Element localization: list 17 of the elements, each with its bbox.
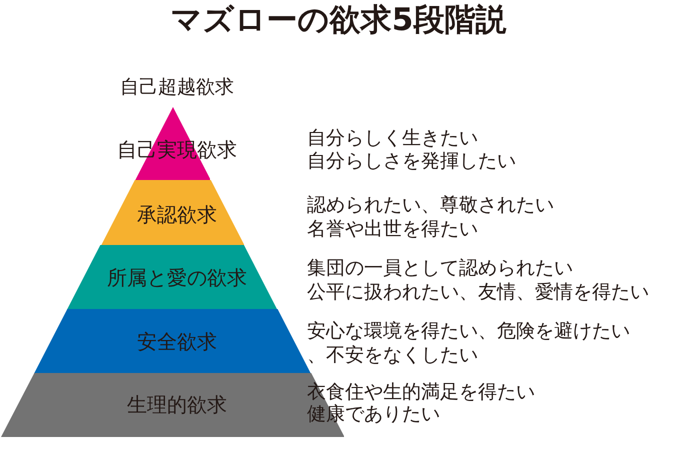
pyramid-tier	[100, 180, 244, 246]
tier-label: 承認欲求	[136, 204, 217, 226]
title: マズローの欲求5段階説	[170, 2, 506, 38]
description-text: 認められたい、尊敬されたい	[307, 194, 554, 216]
pyramid-tier	[0, 373, 344, 437]
tier-label: 安全欲求	[136, 330, 217, 354]
pyramid-tier	[67, 245, 278, 310]
description-text: 公平に扱われたい、友情、愛情を得たい	[307, 281, 649, 303]
description-text: 名誉や出世を得たい	[307, 218, 478, 240]
description-text: 自分らしさを発揮したい	[307, 150, 516, 172]
description-text: 集団の一員として認められたい	[307, 257, 573, 279]
description-text: 、不安をなくしたい	[307, 344, 478, 366]
tier-label: 所属と愛の欲求	[106, 266, 247, 290]
description-text: 自分らしく生きたい	[307, 127, 478, 149]
description-text: 安心な環境を得たい、危険を避けたい	[307, 320, 630, 342]
level-label: 自己超越欲求	[120, 76, 234, 98]
tier-label: 生理的欲求	[126, 394, 227, 416]
